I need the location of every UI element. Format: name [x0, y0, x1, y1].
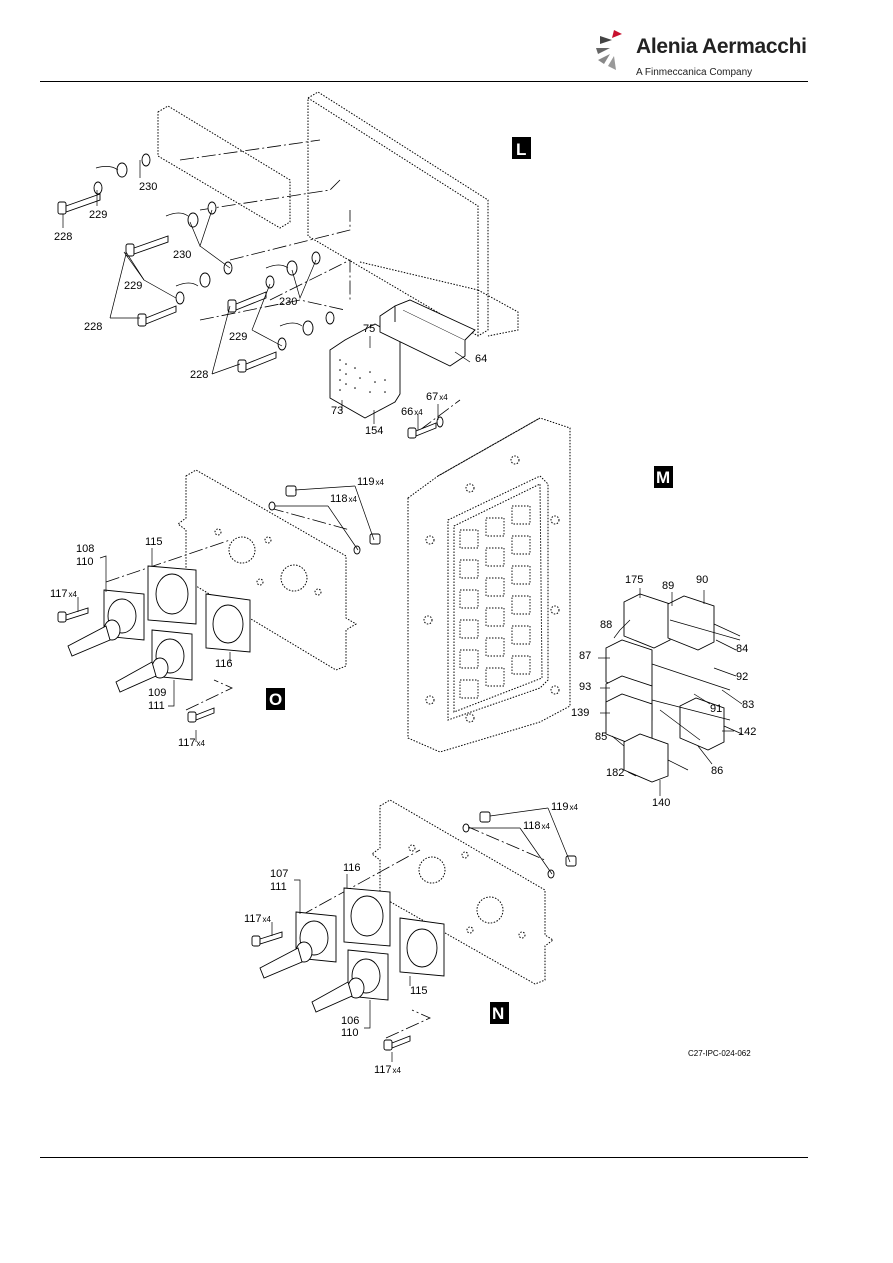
company-logo: Alenia Aermacchi A Finmeccanica Company	[592, 22, 807, 82]
header-rule	[40, 81, 808, 82]
callout-88: 88	[600, 619, 612, 631]
callout-67: 67x4	[426, 391, 448, 403]
connector-cavity	[485, 547, 505, 567]
callout-117: 117x4	[244, 913, 272, 925]
callout-230: 230	[279, 296, 297, 308]
callout-93: 93	[579, 681, 591, 693]
section-o-assembly	[57, 469, 381, 742]
connector-cavity	[511, 505, 531, 525]
figure-reference: C27-IPC-024-062	[688, 1049, 751, 1058]
callout-85: 85	[595, 731, 607, 743]
callout-139: 139	[571, 707, 589, 719]
callout-111: 111	[270, 881, 287, 893]
callout-117: 117x4	[50, 588, 78, 600]
callout-229: 229	[229, 331, 247, 343]
callout-110: 110	[76, 556, 94, 568]
connector-cavity	[459, 619, 479, 639]
section-l-marker	[512, 137, 531, 159]
connector-cavity	[459, 529, 479, 549]
callout-83: 83	[742, 699, 754, 711]
alenia-aermacchi-swirl-logo-icon	[596, 30, 622, 70]
callout-107: 107	[270, 868, 288, 880]
callout-142: 142	[738, 726, 756, 738]
section-n-letter: N	[492, 1004, 504, 1023]
section-m-marker	[654, 466, 673, 488]
callout-228: 228	[54, 231, 72, 243]
connector-cavity	[485, 637, 505, 657]
callout-229: 229	[124, 280, 142, 292]
connector-cavity	[511, 625, 531, 645]
callout-175: 175	[625, 574, 643, 586]
callout-118: 118x4	[523, 820, 551, 832]
connector-cavity	[511, 655, 531, 675]
callout-115: 115	[410, 985, 428, 997]
callout-228: 228	[190, 369, 208, 381]
footer-rule	[40, 1157, 808, 1158]
connector-cavity	[485, 577, 505, 597]
callout-116: 116	[343, 862, 361, 874]
callout-119: 119x4	[551, 801, 579, 813]
callout-64: 64	[475, 353, 487, 365]
callout-230: 230	[173, 249, 191, 261]
section-o-letter: O	[269, 690, 282, 709]
callout-115: 115	[145, 536, 163, 548]
connector-cavity	[511, 535, 531, 555]
connector-cavity	[459, 589, 479, 609]
callout-91: 91	[710, 703, 722, 715]
callout-66: 66x4	[401, 406, 423, 418]
section-l-assembly	[57, 91, 519, 439]
connector-cavity	[485, 517, 505, 537]
section-l-letter: L	[516, 140, 526, 159]
callout-86: 86	[711, 765, 723, 777]
callout-110: 110	[341, 1027, 359, 1039]
callout-140: 140	[652, 797, 670, 809]
connector-cavity	[459, 559, 479, 579]
callout-106: 106	[341, 1015, 359, 1027]
callout-154: 154	[365, 425, 383, 437]
callout-84: 84	[736, 643, 748, 655]
callout-116: 116	[215, 658, 233, 670]
connector-cavity-grid	[459, 505, 531, 699]
section-n-assembly	[251, 799, 577, 1062]
callout-75: 75	[363, 323, 375, 335]
callout-119: 119x4	[357, 476, 385, 488]
callout-109: 109	[148, 687, 166, 699]
callout-87: 87	[579, 650, 591, 662]
connector-cavity	[485, 667, 505, 687]
brand-name: Alenia Aermacchi	[636, 35, 807, 58]
callout-117: 117x4	[178, 737, 206, 749]
callout-229: 229	[89, 209, 107, 221]
brand-subtitle: A Finmeccanica Company	[636, 67, 753, 78]
callout-182: 182	[606, 767, 624, 779]
section-m-assembly	[407, 417, 743, 796]
callout-108: 108	[76, 543, 94, 555]
section-o-marker	[266, 688, 285, 710]
callout-230: 230	[139, 181, 157, 193]
connector-cavity	[459, 649, 479, 669]
connector-cavity	[511, 595, 531, 615]
connector-cavity	[459, 679, 479, 699]
callout-90: 90	[696, 574, 708, 586]
callout-92: 92	[736, 671, 748, 683]
callout-228: 228	[84, 321, 102, 333]
callout-73: 73	[331, 405, 343, 417]
section-n-marker	[490, 1002, 509, 1024]
section-m-letter: M	[656, 468, 670, 487]
connector-cavity	[511, 565, 531, 585]
callout-117: 117x4	[374, 1064, 402, 1076]
callout-89: 89	[662, 580, 674, 592]
connector-cavity	[485, 607, 505, 627]
callout-118: 118x4	[330, 493, 358, 505]
callout-111: 111	[148, 700, 165, 712]
